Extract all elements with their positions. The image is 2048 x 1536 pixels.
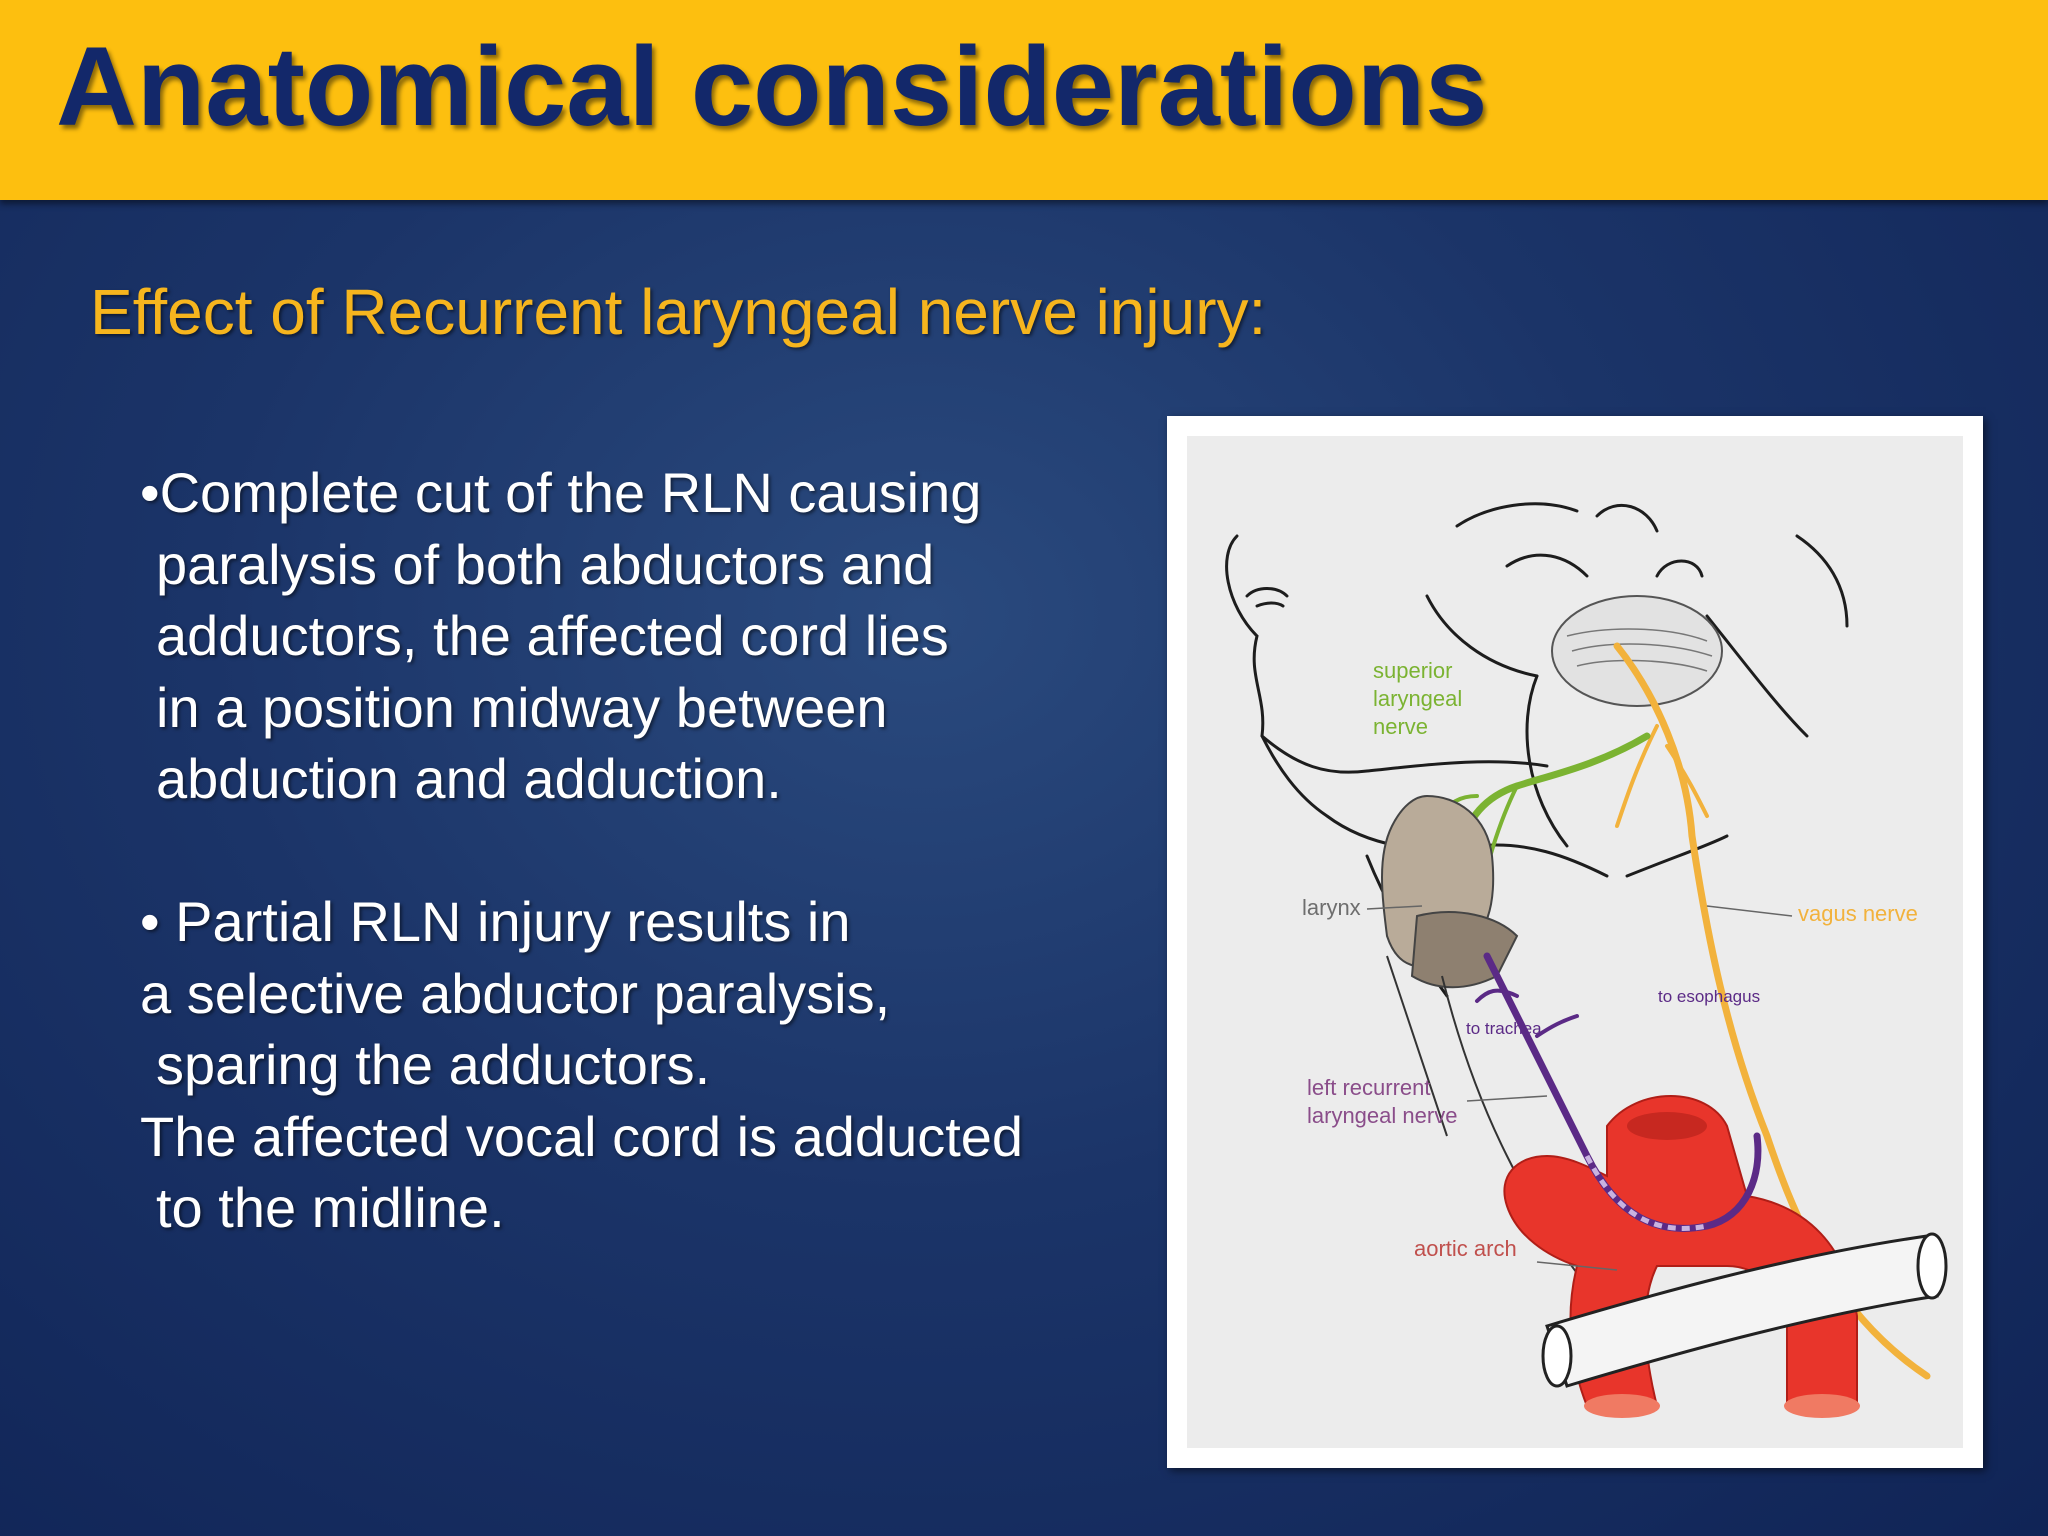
leader-line (1366, 905, 1423, 910)
bullet-line: to the midline. (156, 1176, 505, 1239)
head-outline (1225, 502, 1849, 998)
rln-anatomy-illustration: superior laryngeal nerve larynx vagus ne… (1187, 436, 1963, 1448)
recurrent-laryngeal-nerve-shape (1475, 952, 1762, 1232)
bullet-partial-injury: • Partial RLN injury results in a select… (140, 886, 1023, 1244)
bullet-line: The affected vocal cord is adducted (140, 1104, 1024, 1168)
slide-subtitle: Effect of Recurrent laryngeal nerve inju… (90, 276, 1267, 348)
label-line: nerve (1373, 714, 1428, 739)
label-to-esophagus: to esophagus (1658, 987, 1760, 1006)
slide-title: Anatomical considerations (56, 24, 1488, 149)
bronchus-end (1541, 1324, 1573, 1388)
label-to-trachea: to trachea (1466, 1019, 1542, 1038)
leader-line (1706, 905, 1793, 917)
nerve-under-arch (1584, 1154, 1708, 1231)
bullet-complete-cut: •Complete cut of the RLN causing paralys… (140, 457, 981, 815)
label-superior-laryngeal-nerve: superior laryngeal nerve (1373, 658, 1462, 739)
aorta-cut-end (1784, 1394, 1860, 1418)
aorta-cut-end (1584, 1394, 1660, 1418)
bullet-line: in a position midway between (156, 675, 888, 739)
bullet-line: abduction and adduction. (156, 747, 782, 810)
aortic-branch-top (1627, 1112, 1707, 1140)
label-line: laryngeal (1373, 686, 1462, 711)
anatomy-figure: superior laryngeal nerve larynx vagus ne… (1167, 416, 1983, 1468)
bullet-line: a selective abductor paralysis, (140, 961, 891, 1025)
title-bar: Anatomical considerations (0, 0, 2048, 200)
bullet-line: •Complete cut of the RLN causing (140, 461, 982, 524)
label-aortic-arch: aortic arch (1414, 1236, 1517, 1261)
label-vagus-nerve: vagus nerve (1798, 901, 1918, 926)
skull-base-texture (1566, 628, 1713, 672)
label-larynx: larynx (1302, 895, 1361, 920)
bullet-line: adductors, the affected cord lies (156, 604, 949, 667)
label-line: laryngeal nerve (1307, 1103, 1457, 1128)
label-left-recurrent-laryngeal-nerve: left recurrent laryngeal nerve (1307, 1075, 1457, 1128)
leader-line (1536, 1261, 1618, 1271)
bronchus-end (1916, 1232, 1948, 1300)
skull-base-shape (1551, 595, 1723, 707)
bullet-line: paralysis of both abductors and (156, 532, 935, 596)
bullet-line: • Partial RLN injury results in (140, 890, 851, 953)
leader-line (1466, 1095, 1548, 1102)
label-line: superior (1373, 658, 1452, 683)
label-line: left recurrent (1307, 1075, 1431, 1100)
bullet-line: sparing the adductors. (156, 1033, 711, 1096)
